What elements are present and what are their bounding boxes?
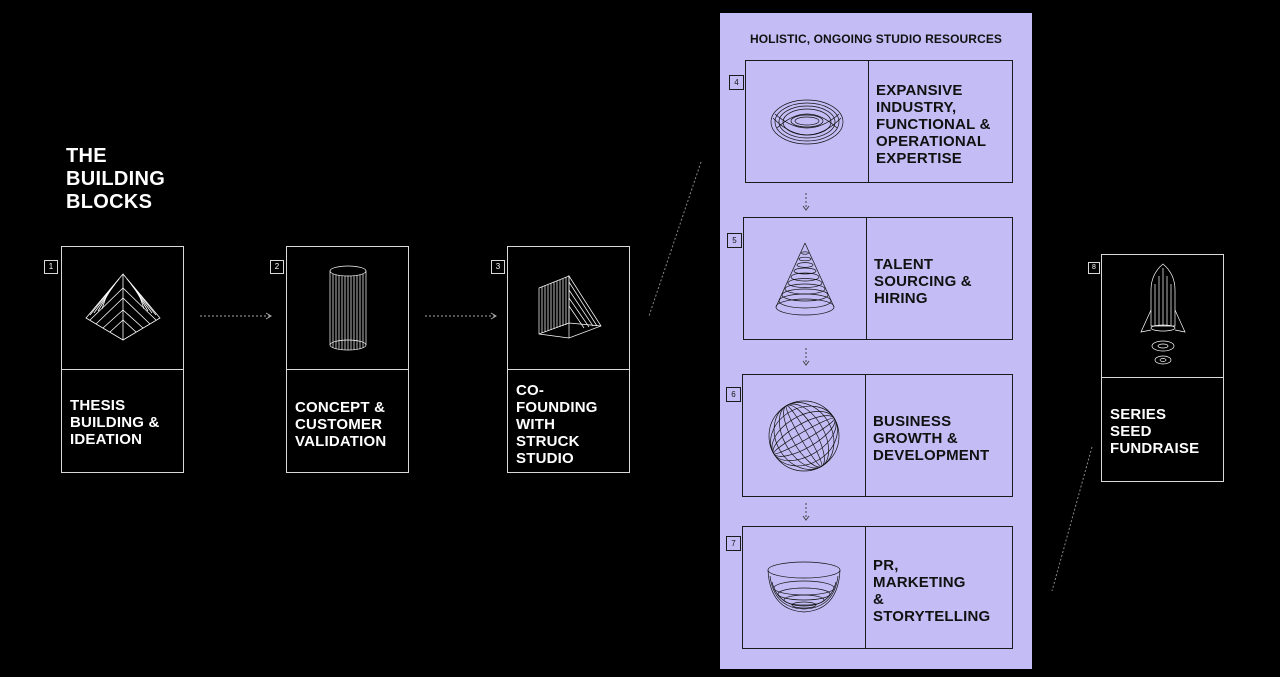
bowl-icon: [743, 527, 866, 648]
connector-line: [1051, 446, 1093, 592]
wedge-icon: [508, 247, 629, 370]
label-line: VALIDATION: [295, 433, 387, 450]
label-line: FOUNDING: [516, 399, 598, 416]
label-line: STORYTELLING: [873, 608, 991, 625]
label-line: WITH: [516, 416, 556, 433]
arrow-down-icon: [802, 503, 810, 526]
label-line: &: [873, 591, 885, 608]
step-label: CONCEPT & CUSTOMER VALIDATION: [295, 399, 404, 450]
sphere-icon: [743, 375, 866, 496]
label-line: THESIS: [70, 397, 126, 414]
arrow-right-icon: [425, 312, 497, 320]
label-line: OPERATIONAL: [876, 133, 987, 150]
label-line: EXPERTISE: [876, 150, 962, 167]
resource-card-4: EXPANSIVE INDUSTRY, FUNCTIONAL & OPERATI…: [745, 60, 1013, 183]
label-line: CONCEPT &: [295, 399, 386, 416]
step-number: 1: [44, 260, 58, 274]
resource-card-5: TALENT SOURCING & HIRING: [743, 217, 1013, 340]
step-number: 8: [1088, 262, 1100, 274]
label-line: EXPANSIVE: [876, 82, 963, 99]
label-line: SERIES: [1110, 406, 1167, 423]
resource-number: 7: [726, 536, 741, 551]
label-line: FUNCTIONAL &: [876, 116, 991, 133]
label-line: DEVELOPMENT: [873, 447, 990, 464]
resource-label: TALENT SOURCING & HIRING: [874, 256, 1008, 307]
label-line: BUSINESS: [873, 413, 952, 430]
label-line: FUNDRAISE: [1110, 440, 1200, 457]
step-number: 3: [491, 260, 505, 274]
arrow-down-icon: [802, 193, 810, 216]
label-line: TALENT: [874, 256, 934, 273]
label-line: CO-: [516, 382, 545, 399]
torus-icon: [746, 61, 869, 182]
cylinder-icon: [287, 247, 408, 370]
label-line: IDEATION: [70, 431, 143, 448]
resource-card-7: PR, MARKETING & STORYTELLING: [742, 526, 1013, 649]
label-line: INDUSTRY,: [876, 99, 957, 116]
final-card: SERIES SEED FUNDRAISE: [1101, 254, 1224, 482]
resources-panel: HOLISTIC, ONGOING STUDIO RESOURCES 4 EXP…: [720, 13, 1032, 669]
rocket-icon: [1102, 255, 1223, 378]
label-line: MARKETING: [873, 574, 966, 591]
step-card-1: THESIS BUILDING & IDEATION: [61, 246, 184, 473]
title-line: BLOCKS: [66, 191, 153, 213]
label-line: PR,: [873, 557, 899, 574]
label-line: STUDIO: [516, 450, 574, 467]
resource-card-6: BUSINESS GROWTH & DEVELOPMENT: [742, 374, 1013, 497]
label-line: STRUCK: [516, 433, 580, 450]
arrow-down-icon: [802, 348, 810, 371]
resource-number: 5: [727, 233, 742, 248]
resource-label: BUSINESS GROWTH & DEVELOPMENT: [873, 413, 1008, 464]
title-line: BUILDING: [66, 168, 166, 190]
step-card-3: CO- FOUNDING WITH STRUCK STUDIO: [507, 246, 630, 473]
label-line: GROWTH &: [873, 430, 958, 447]
resource-number: 6: [726, 387, 741, 402]
final-label: SERIES SEED FUNDRAISE: [1110, 406, 1219, 457]
arrow-right-icon: [200, 312, 272, 320]
connector-line: [648, 161, 702, 317]
pyramid-icon: [62, 247, 183, 370]
step-number: 2: [270, 260, 284, 274]
step-label: CO- FOUNDING WITH STRUCK STUDIO: [516, 382, 625, 467]
step-label: THESIS BUILDING & IDEATION: [70, 397, 179, 448]
label-line: SOURCING &: [874, 273, 972, 290]
title-line: THE: [66, 145, 107, 167]
page-title: THE BUILDING BLOCKS: [66, 145, 165, 214]
label-line: SEED: [1110, 423, 1152, 440]
resource-label: EXPANSIVE INDUSTRY, FUNCTIONAL & OPERATI…: [876, 82, 1008, 167]
label-line: BUILDING &: [70, 414, 160, 431]
label-line: HIRING: [874, 290, 928, 307]
step-card-2: CONCEPT & CUSTOMER VALIDATION: [286, 246, 409, 473]
resource-label: PR, MARKETING & STORYTELLING: [873, 557, 1008, 625]
label-line: CUSTOMER: [295, 416, 383, 433]
cone-icon: [744, 218, 867, 339]
panel-title: HOLISTIC, ONGOING STUDIO RESOURCES: [749, 32, 1003, 46]
resource-number: 4: [729, 75, 744, 90]
